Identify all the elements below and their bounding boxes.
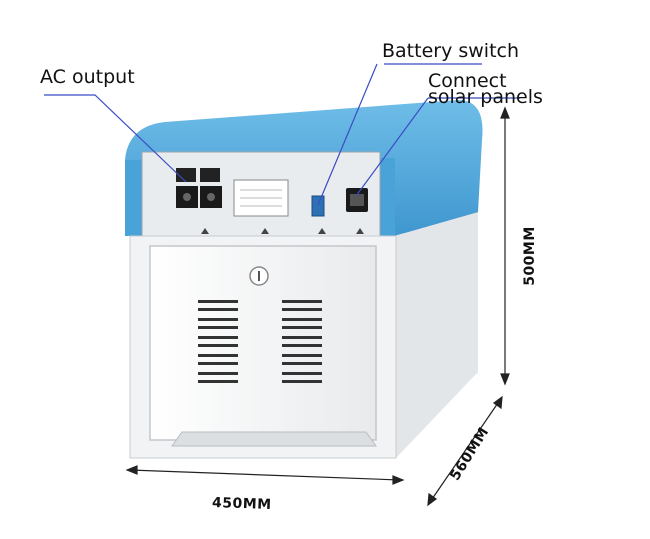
height-dimension-label: 500MM	[521, 226, 538, 286]
ac-socket-group	[176, 168, 222, 208]
dimension-lines	[125, 106, 510, 507]
ac-output-label: AC output	[40, 66, 135, 88]
base	[171, 431, 377, 447]
solar-label-line1: Connect	[428, 70, 507, 92]
width-dimension-label: 450MM	[211, 494, 272, 514]
battery-switch-label: Battery switch	[382, 40, 520, 62]
door-vents	[198, 300, 322, 383]
callout-lines	[44, 63, 520, 206]
battery-switch	[311, 195, 325, 217]
solar-label-line2: solar panels	[428, 86, 543, 108]
